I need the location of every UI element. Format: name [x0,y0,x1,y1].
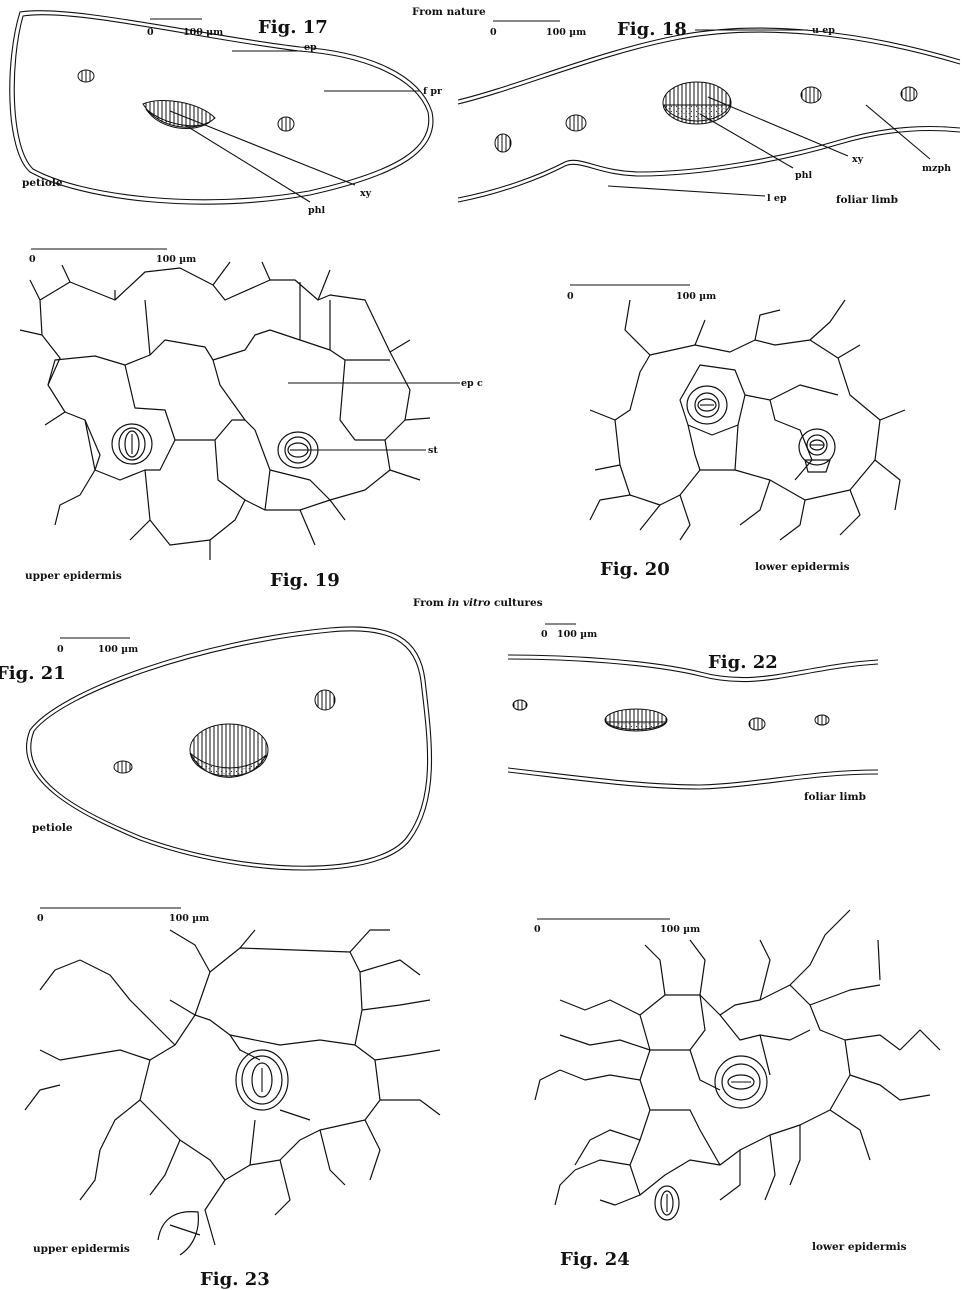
label-xy: xy [852,154,864,165]
fig-19: 0 100 µm ep c st upper [20,249,483,591]
fig-21-caption: petiole [32,822,73,834]
stoma [112,424,152,464]
fig-20-title: Fig. 20 [600,559,670,580]
xylem [143,100,215,127]
scale-zero: 0 [147,27,154,38]
fig-21-title: Fig. 21 [0,663,66,684]
label-fpr: f pr [423,86,443,97]
stoma [236,1050,288,1110]
fig-22-title: Fig. 22 [708,652,778,673]
scale-unit: 100 µm [546,27,586,38]
fig-21: 0 100 µm Fig. 21 petiole [0,627,432,870]
header-from-nature: From nature [412,6,486,18]
scale-unit: 100 µm [98,644,138,655]
fig-17-title: Fig. 17 [258,17,328,38]
stoma [687,386,727,424]
vascular-bundle [278,117,294,131]
fig-22-caption: foliar limb [804,791,866,803]
vascular-bundle [78,70,94,82]
fig-19-caption: upper epidermis [25,570,122,582]
fig-19-title: Fig. 19 [270,570,340,591]
header-in-vitro: From in vitro cultures [413,597,543,609]
stoma [655,1186,679,1220]
label-ep: ep [304,42,317,53]
stoma [715,1056,767,1108]
scale-unit: 100 µm [169,913,209,924]
label-uep: u ep [812,25,835,36]
scale-unit: 100 µm [557,629,597,640]
fig-18: 0 100 µm Fig. 18 u ep xy mzph phl l ep f… [458,19,960,206]
scale-unit: 100 µm [156,254,196,265]
fig-18-title: Fig. 18 [617,19,687,40]
label-lep: l ep [767,193,787,204]
fig-24: 0 100 µm Fig. 24 lower epidermis [534,910,940,1270]
fig-18-caption: foliar limb [836,194,898,206]
label-phl: phl [308,205,326,216]
scale-zero: 0 [541,629,548,640]
stoma [799,429,835,472]
scale-unit: 100 µm [676,291,716,302]
scale-unit: 100 µm [183,27,223,38]
fig-20-caption: lower epidermis [755,561,850,573]
scale-zero: 0 [57,644,64,655]
label-xy: xy [360,188,372,199]
scale-zero: 0 [490,27,497,38]
fig-24-caption: lower epidermis [812,1241,907,1253]
scale-zero: 0 [534,924,541,935]
fig-24-title: Fig. 24 [560,1249,630,1270]
label-phl: phl [795,170,813,181]
label-epc: ep c [461,378,483,389]
scale-zero: 0 [37,913,44,924]
label-st: st [428,445,438,456]
fig-22: 0 100 µm Fig. 22 foliar limb [508,624,878,803]
label-mzph: mzph [922,163,951,174]
scale-zero: 0 [567,291,574,302]
fig-17: 0 100 µm Fig. 17 ep f pr xy phl petiole [10,11,443,216]
fig-17-caption: petiole [22,177,63,189]
fig-23-caption: upper epidermis [33,1243,130,1255]
fig-23-title: Fig. 23 [200,1269,270,1290]
scale-zero: 0 [29,254,36,265]
scale-unit: 100 µm [660,924,700,935]
fig-20: 0 100 µm Fig. 20 lower epidermis [567,285,905,580]
fig-23: 0 100 µm upper epidermis Fig. 23 [25,908,440,1290]
